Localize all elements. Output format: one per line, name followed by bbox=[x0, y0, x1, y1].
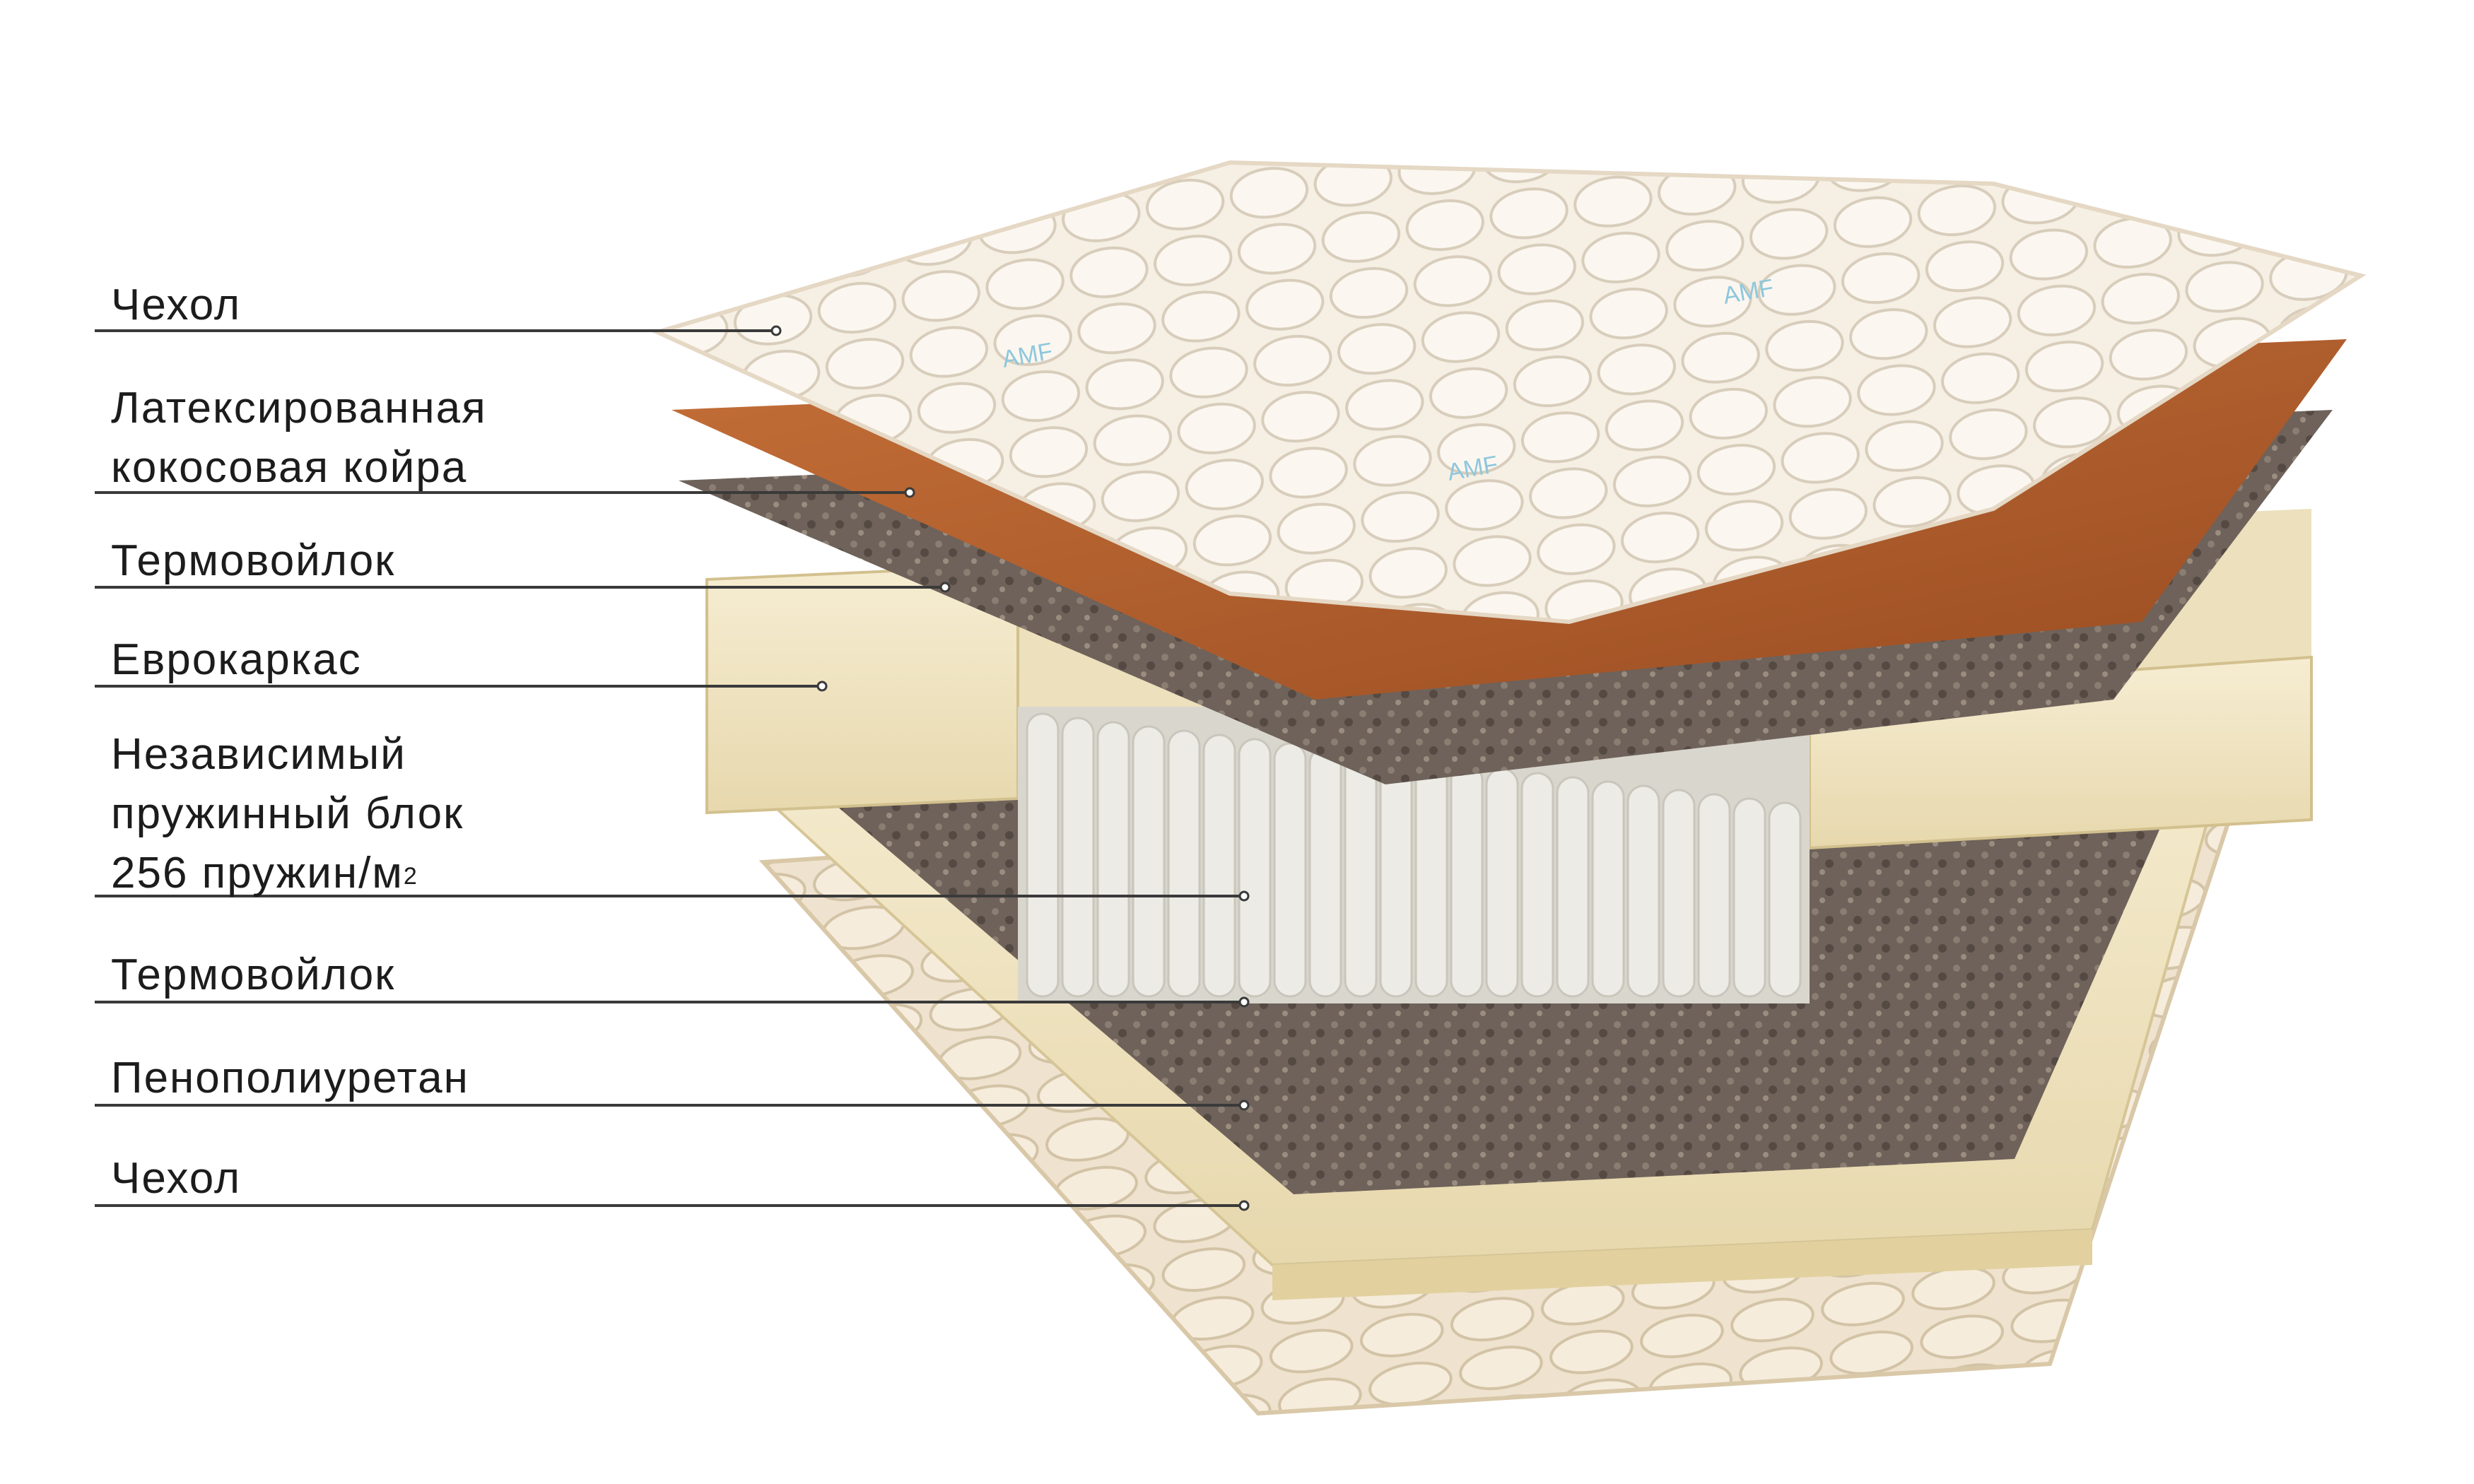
label-line: пружинный блок bbox=[111, 789, 464, 838]
spring-coils bbox=[1026, 712, 1802, 998]
spring-coil bbox=[1556, 776, 1590, 998]
leader-dot-coir bbox=[904, 487, 915, 498]
top-cover-layer: AMF AMF AMF bbox=[651, 160, 2367, 625]
spring-coil bbox=[1344, 750, 1378, 998]
label-line: Латексированная bbox=[111, 384, 487, 432]
spring-coil bbox=[1167, 729, 1201, 998]
label-line: Чехол bbox=[111, 1154, 242, 1203]
spring-coil bbox=[1132, 725, 1166, 998]
spring-coil bbox=[1626, 784, 1660, 998]
label-felt-bottom: Термовойлок bbox=[111, 946, 395, 1005]
spring-coil bbox=[1485, 767, 1519, 998]
label-spring-block: Независимый пружинный блок 256 пружин/м2 bbox=[111, 725, 464, 903]
label-line: Пенополиуретан bbox=[111, 1054, 469, 1102]
label-line: кокосовая койра bbox=[111, 443, 468, 492]
label-felt-top: Термовойлок bbox=[111, 531, 395, 591]
label-line: Еврокаркас bbox=[111, 635, 362, 684]
spring-coil bbox=[1238, 738, 1272, 998]
spring-coil bbox=[1273, 742, 1307, 998]
spring-coil bbox=[1202, 734, 1236, 998]
spring-block-layer bbox=[1018, 707, 1810, 1003]
spring-coil bbox=[1662, 789, 1696, 998]
leader-dot-cover-bottom bbox=[1238, 1200, 1250, 1211]
spring-coil bbox=[1096, 721, 1130, 998]
spring-coil bbox=[1591, 780, 1625, 998]
leader-dot-foam bbox=[1238, 1100, 1250, 1111]
label-line: Независимый bbox=[111, 730, 406, 779]
leader-dot-felt-top bbox=[939, 582, 951, 593]
label-line-text: 256 пружин/м bbox=[111, 849, 404, 897]
label-cover-top: Чехол bbox=[111, 276, 241, 335]
label-foam: Пенополиуретан bbox=[111, 1049, 469, 1108]
superscript: 2 bbox=[403, 863, 418, 890]
leader-dot-euro-frame bbox=[816, 681, 828, 692]
spring-coil bbox=[1768, 801, 1802, 998]
label-cover-bottom: Чехол bbox=[111, 1149, 241, 1208]
spring-coil bbox=[1414, 759, 1448, 998]
label-euro-frame: Еврокаркас bbox=[111, 630, 362, 690]
spring-coil bbox=[1061, 717, 1095, 998]
spring-coil bbox=[1379, 755, 1413, 998]
spring-coil bbox=[1520, 772, 1554, 998]
spring-coil bbox=[1450, 763, 1484, 998]
leader-dot-spring-block bbox=[1238, 890, 1250, 902]
spring-coil bbox=[1733, 797, 1766, 998]
label-line: 256 пружин/м2 bbox=[111, 844, 464, 903]
leader-lines bbox=[95, 325, 1250, 1211]
spring-coil bbox=[1697, 793, 1731, 998]
leader-dot-felt-bottom bbox=[1238, 996, 1250, 1008]
label-line: Термовойлок bbox=[111, 536, 396, 585]
spring-coil bbox=[1308, 746, 1342, 998]
label-line: Термовойлок bbox=[111, 950, 396, 999]
label-coconut-coir: Латексированная кокосовая койра bbox=[111, 379, 487, 497]
leader-dot-cover-top bbox=[770, 325, 782, 336]
spring-coil bbox=[1026, 712, 1060, 998]
label-line: Чехол bbox=[111, 281, 242, 329]
